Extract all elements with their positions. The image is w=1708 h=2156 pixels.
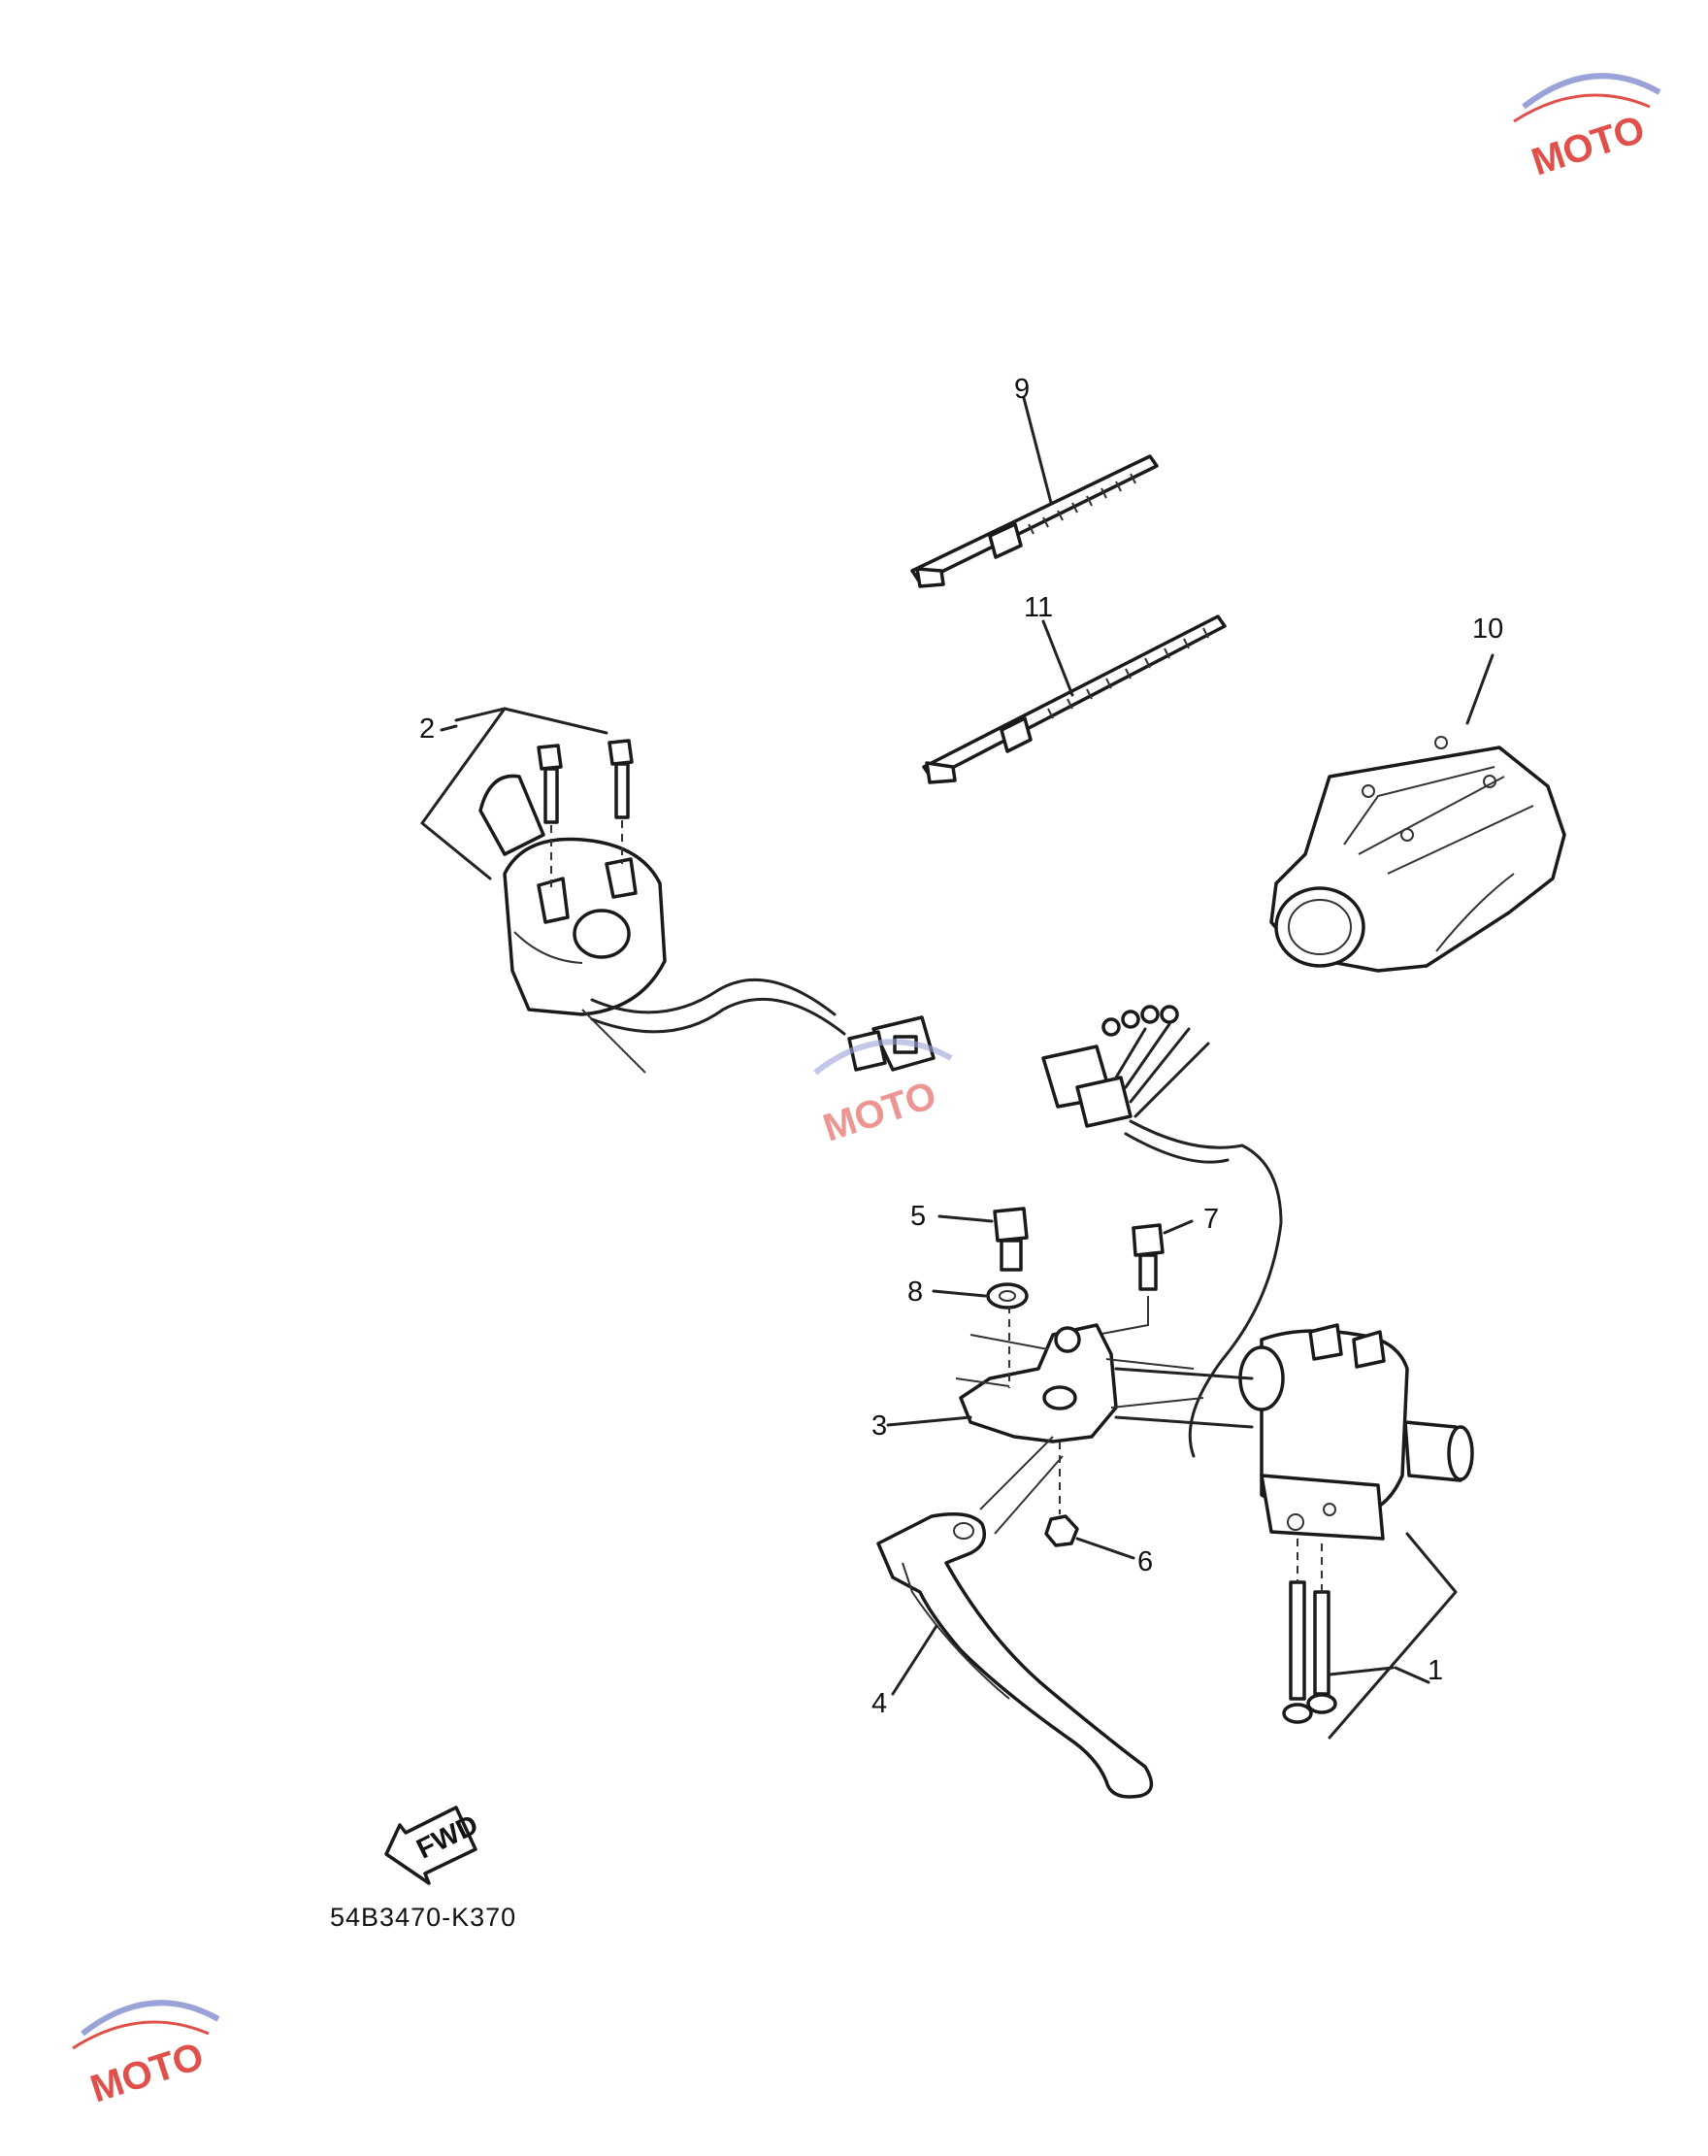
svg-text:MOTO: MOTO (85, 2035, 209, 2106)
part-4-lever (876, 1436, 1154, 1799)
part-5-bolt (937, 1207, 1029, 1272)
callout-3: 3 (871, 1410, 887, 1442)
part-9-cable-tie (910, 396, 1159, 588)
callout-7: 7 (1203, 1204, 1219, 1235)
part-1-handlebar-switch-right (1114, 1323, 1474, 1740)
callout-11: 11 (1024, 592, 1053, 623)
callout-4: 4 (871, 1688, 887, 1719)
part-number-code: 54B3470-K370 (330, 1903, 517, 1932)
part-3-lever-holder (886, 1306, 1204, 1443)
callout-1: 1 (1428, 1655, 1443, 1686)
callout-10: 10 (1472, 614, 1503, 645)
fwd-arrow-icon: FWD (384, 1806, 483, 1885)
part-7-bolt (1096, 1219, 1194, 1344)
watermark-logo-middle: MOTO (813, 1039, 953, 1145)
part-8-washer (932, 1282, 1029, 1310)
part-2-handlebar-switch-left (420, 707, 936, 1074)
part-6-nut (1044, 1442, 1135, 1560)
svg-text:MOTO: MOTO (1527, 108, 1650, 180)
callout-9: 9 (1014, 374, 1030, 405)
watermark-logo-top: MOTO (1513, 73, 1661, 180)
part-10-switch-cover (1269, 653, 1566, 973)
callout-2: 2 (419, 713, 435, 745)
svg-text:MOTO: MOTO (818, 1074, 941, 1145)
callout-6: 6 (1137, 1546, 1153, 1577)
part-11-cable-tie (922, 614, 1227, 784)
right-harness-connector (1041, 1005, 1283, 1458)
watermark-logo-bottom: MOTO (72, 2000, 220, 2106)
callout-5: 5 (910, 1201, 926, 1232)
callout-8: 8 (907, 1277, 923, 1308)
